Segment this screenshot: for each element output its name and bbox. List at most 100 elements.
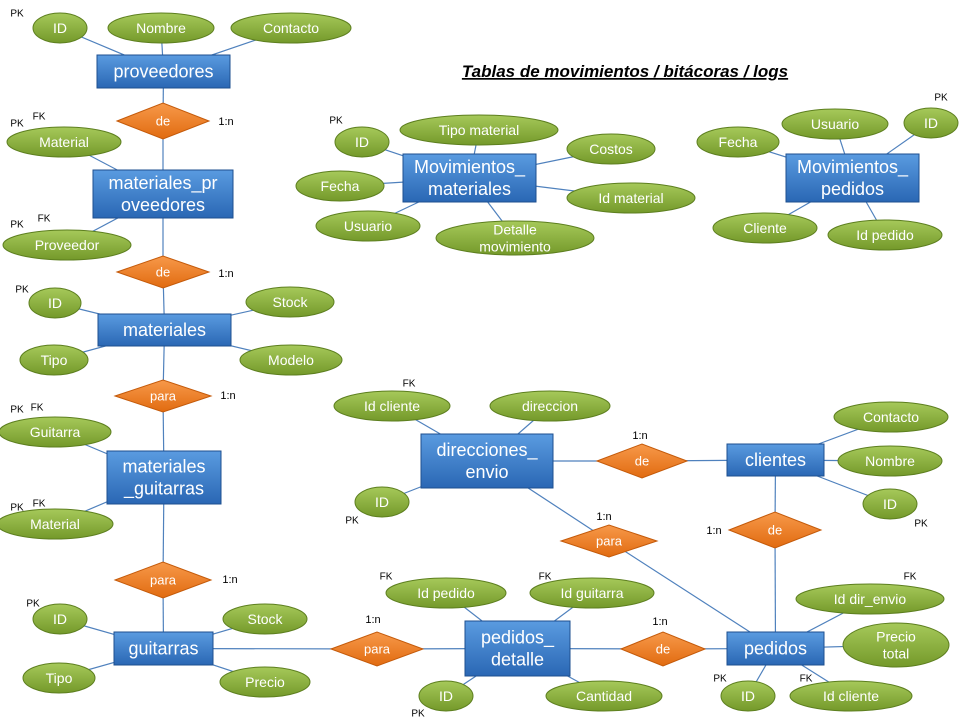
attribute-ellipse [22,662,96,694]
relationship-diamond [595,443,689,479]
entity-box [113,631,214,666]
attribute-label: ID [924,115,938,131]
relationship-cli-ped: de 1:n [706,511,823,549]
entity-label: materiales [428,179,511,199]
attribute-label: Tipo [46,670,73,686]
attribute-ellipse [566,182,696,214]
attribute-label: Usuario [344,218,392,234]
attribute-label: Material [30,516,80,532]
relationship-label: de [156,265,170,280]
primary-key-marker: PK [15,285,29,296]
attribute-ellipse [32,12,88,44]
attribute-label: Id guitarra [560,585,623,601]
attribute-label: Id pedido [856,227,914,243]
attribute-prov-contacto: Contacto [230,12,352,44]
cardinality-label: 1:n [220,390,235,402]
attribute-label: Guitarra [30,424,81,440]
foreign-key-marker: FK [380,572,393,583]
cardinality-label: 1:n [596,511,611,523]
entity-materiales-proveedores: materiales_proveedores [92,169,234,219]
attribute-label: Id material [598,190,663,206]
attribute-ellipse [827,219,943,251]
attribute-ellipse [219,666,311,698]
attribute-mp2-idpedido: Id pedido [827,219,943,251]
relationship-pd-ped: de1:n [619,616,707,667]
attribute-label: ID [53,20,67,36]
cardinality-label: 1:n [706,525,721,537]
primary-key-marker: PK [10,119,24,130]
entity-label: clientes [745,450,806,470]
attribute-pd-cantidad: Cantidad [545,680,663,712]
entity-label: proveedores [113,62,213,82]
attribute-label: Material [39,134,89,150]
attribute-label: ID [439,688,453,704]
attribute-ellipse [222,603,308,635]
entity-box [785,153,920,203]
entity-box [96,54,231,89]
attribute-mp-material: Material PK FK [6,112,122,158]
relationship-label: de [768,523,782,538]
attribute-mat-stock: Stock [245,286,335,318]
attribute-label: Precio [245,674,285,690]
attribute-label: Tipo material [439,122,519,138]
attribute-mat-id: ID PK [15,285,82,319]
attribute-label: ID [741,688,755,704]
attribute-ellipse [19,344,89,376]
entity-label: pedidos_ [481,628,555,649]
attribute-ellipse [245,286,335,318]
cardinality-label: 1:n [218,268,233,280]
entity-direcciones-envio: direcciones_envio [420,433,554,489]
attribute-label: Costos [589,141,633,157]
relationship-label: de [156,114,170,129]
primary-key-marker: PK [10,405,24,416]
relationship-dir-ped: para 1:n [559,511,659,558]
attribute-label: Stock [247,611,283,627]
attribute-label: ID [48,295,62,311]
entity-label: direcciones_ [436,440,538,461]
attribute-ellipse [489,390,611,422]
attribute-label: Proveedor [35,237,100,253]
entity-pedidos: pedidos [726,631,825,666]
entity-box [726,631,825,666]
foreign-key-marker: FK [33,112,46,123]
attribute-label: ID [375,494,389,510]
attribute-label: Nombre [136,20,186,36]
attribute-label: total [883,646,909,662]
primary-key-marker: PK [329,116,343,127]
entity-label: envio [465,462,508,482]
relationship-diamond [727,511,823,549]
attribute-label: Fecha [321,178,360,194]
relationship-diamond [115,102,211,140]
cardinality-label: 1:n [652,616,667,628]
attribute-ellipse [2,229,132,261]
attribute-label: Fecha [719,134,758,150]
cardinality-label: 1:n [365,614,380,626]
primary-key-marker: PK [713,674,727,685]
attribute-label: Id dir_envio [834,591,907,607]
foreign-key-marker: FK [539,572,552,583]
relationship-line [774,529,777,649]
attribute-ellipse [0,416,112,448]
relationship-label: para [596,534,623,549]
attribute-ellipse [862,488,918,520]
attribute-mp2-usuario: Usuario [781,108,889,140]
attribute-ellipse [385,577,507,609]
attribute-ellipse [0,508,114,540]
entity-box [464,620,571,677]
relationship-label: de [635,454,649,469]
entity-pedidos-detalle: pedidos_detalle [464,620,571,677]
foreign-key-marker: FK [38,214,51,225]
relationship-diamond [619,631,707,667]
relationship-diamond [329,631,425,667]
entity-box [420,433,554,489]
attribute-ellipse [720,680,776,712]
entity-box [402,153,537,203]
attribute-label: Id cliente [823,688,879,704]
relationship-diamond [559,524,659,558]
attribute-mm-idmaterial: Id material [566,182,696,214]
attribute-cli-nombre: Nombre [837,445,943,477]
